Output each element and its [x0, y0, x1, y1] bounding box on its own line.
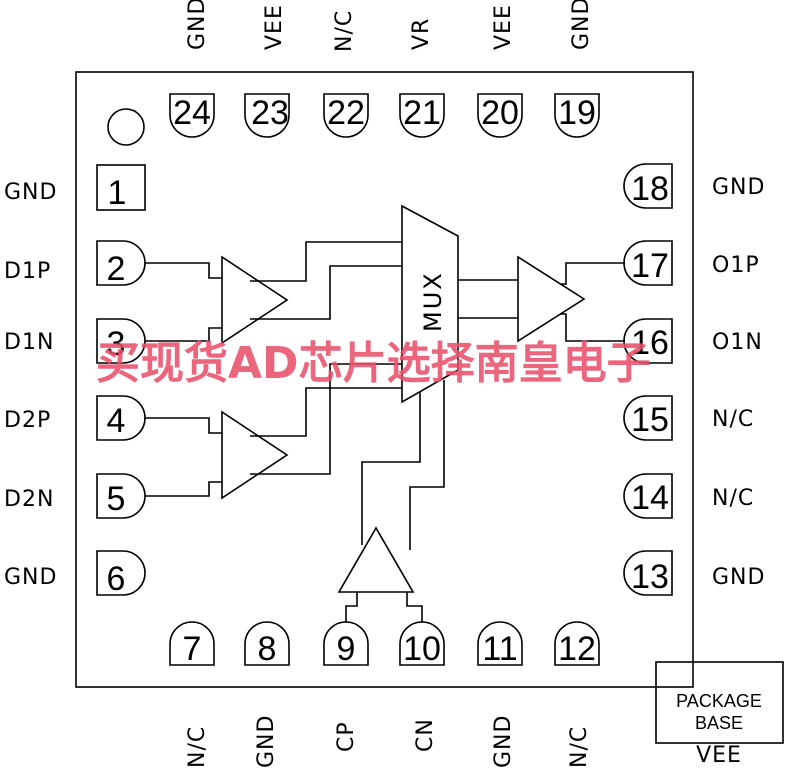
pin-15-name: N/C — [712, 407, 754, 432]
input-buffer-2 — [221, 410, 289, 500]
pin-1-pad — [96, 164, 146, 211]
pin-18-name: GND — [712, 175, 765, 200]
pin-21-name: VR — [409, 18, 434, 50]
package-base-line2: BASE — [695, 713, 743, 733]
pin-5-name: D2N — [4, 487, 54, 512]
clock-buffer — [337, 526, 415, 593]
pin-7-pad — [169, 621, 215, 666]
package-base-box — [655, 661, 784, 744]
pin-23-pad — [244, 93, 290, 138]
pin-22-number: 22 — [327, 94, 365, 132]
pin-10-name: CN — [413, 718, 438, 752]
pin-12-number: 12 — [558, 630, 596, 668]
pin-19-pad — [554, 93, 600, 138]
pin-9-pad — [323, 621, 369, 666]
pin-6-name: GND — [4, 565, 57, 590]
package-outline — [75, 71, 694, 688]
pin-2-pad — [96, 240, 146, 286]
pin-1-number: 1 — [108, 174, 127, 212]
pin-2-name: D1P — [4, 259, 51, 284]
pin-11-name: GND — [491, 715, 516, 768]
mux-block — [401, 204, 459, 404]
pin-10-number: 10 — [403, 630, 441, 668]
pin-16-pad — [623, 318, 673, 364]
pin-11-pad — [477, 621, 523, 666]
pin-13-pad — [623, 550, 673, 596]
pin-4-pad — [96, 395, 146, 441]
pin-20-name: VEE — [491, 4, 516, 50]
pin-14-number: 14 — [631, 479, 669, 517]
pin-14-pad — [623, 473, 673, 519]
pin-8-number: 8 — [258, 630, 277, 668]
pin-5-pad — [96, 473, 146, 519]
pin-24-name: GND — [185, 0, 210, 50]
input-buffer-1 — [221, 255, 289, 345]
mux-label: MUX — [419, 271, 447, 332]
pin-8-pad — [244, 621, 290, 666]
pin-16-number: 16 — [631, 324, 669, 362]
pin-13-name: GND — [712, 565, 765, 590]
pin-3-pad — [96, 318, 146, 364]
pin-3-number: 3 — [107, 325, 126, 363]
pin-5-number: 5 — [107, 480, 126, 518]
pin-22-name: N/C — [332, 10, 357, 52]
pin-15-pad — [623, 395, 673, 441]
pin-4-number: 4 — [107, 402, 126, 440]
pin-14-name: N/C — [712, 486, 754, 511]
pin-13-number: 13 — [631, 558, 669, 596]
pin-20-pad — [477, 93, 523, 138]
pin-10-pad — [399, 621, 445, 666]
pin-6-pad — [96, 550, 146, 596]
pin-18-number: 18 — [631, 170, 669, 208]
pin-7-number: 7 — [183, 630, 202, 668]
pin-24-pad — [169, 93, 215, 138]
pin-9-number: 9 — [337, 630, 356, 668]
pin-23-number: 23 — [251, 94, 289, 132]
output-buffer — [517, 255, 586, 343]
wires — [145, 241, 625, 622]
pin-22-pad — [323, 93, 369, 138]
pin-16-name: O1N — [712, 330, 763, 355]
pin-24-number: 24 — [173, 94, 211, 132]
pin-19-number: 19 — [558, 94, 596, 132]
pin-15-number: 15 — [631, 401, 669, 439]
pin-17-name: O1P — [712, 253, 760, 278]
pin-2-number: 2 — [107, 250, 126, 288]
pin-6-number: 6 — [107, 560, 126, 598]
pin-21-number: 21 — [403, 94, 441, 132]
pin-18-pad — [623, 163, 673, 209]
pin-17-pad — [623, 240, 673, 286]
pin-12-name: N/C — [567, 726, 592, 768]
pin-17-number: 17 — [631, 247, 669, 285]
pin-3-name: D1N — [4, 330, 54, 355]
pin-12-pad — [554, 621, 600, 666]
pin-23-name: VEE — [262, 4, 287, 50]
pin-21-pad — [399, 93, 445, 138]
pin-11-number: 11 — [482, 630, 517, 668]
pin-20-number: 20 — [481, 94, 519, 132]
package-base-name: VEE — [696, 743, 742, 768]
pin-4-name: D2P — [4, 408, 51, 433]
pin-7-name: N/C — [185, 726, 210, 768]
pin-1-name: GND — [4, 180, 57, 205]
pin-19-name: GND — [569, 0, 594, 50]
pin-9-name: CP — [334, 721, 359, 752]
pin-8-name: GND — [254, 715, 279, 768]
watermark-text: 买现货AD芯片选择南皇电子 — [96, 338, 651, 389]
package-base-line1: PACKAGE — [676, 691, 762, 711]
pin1-index-mark — [107, 108, 145, 146]
